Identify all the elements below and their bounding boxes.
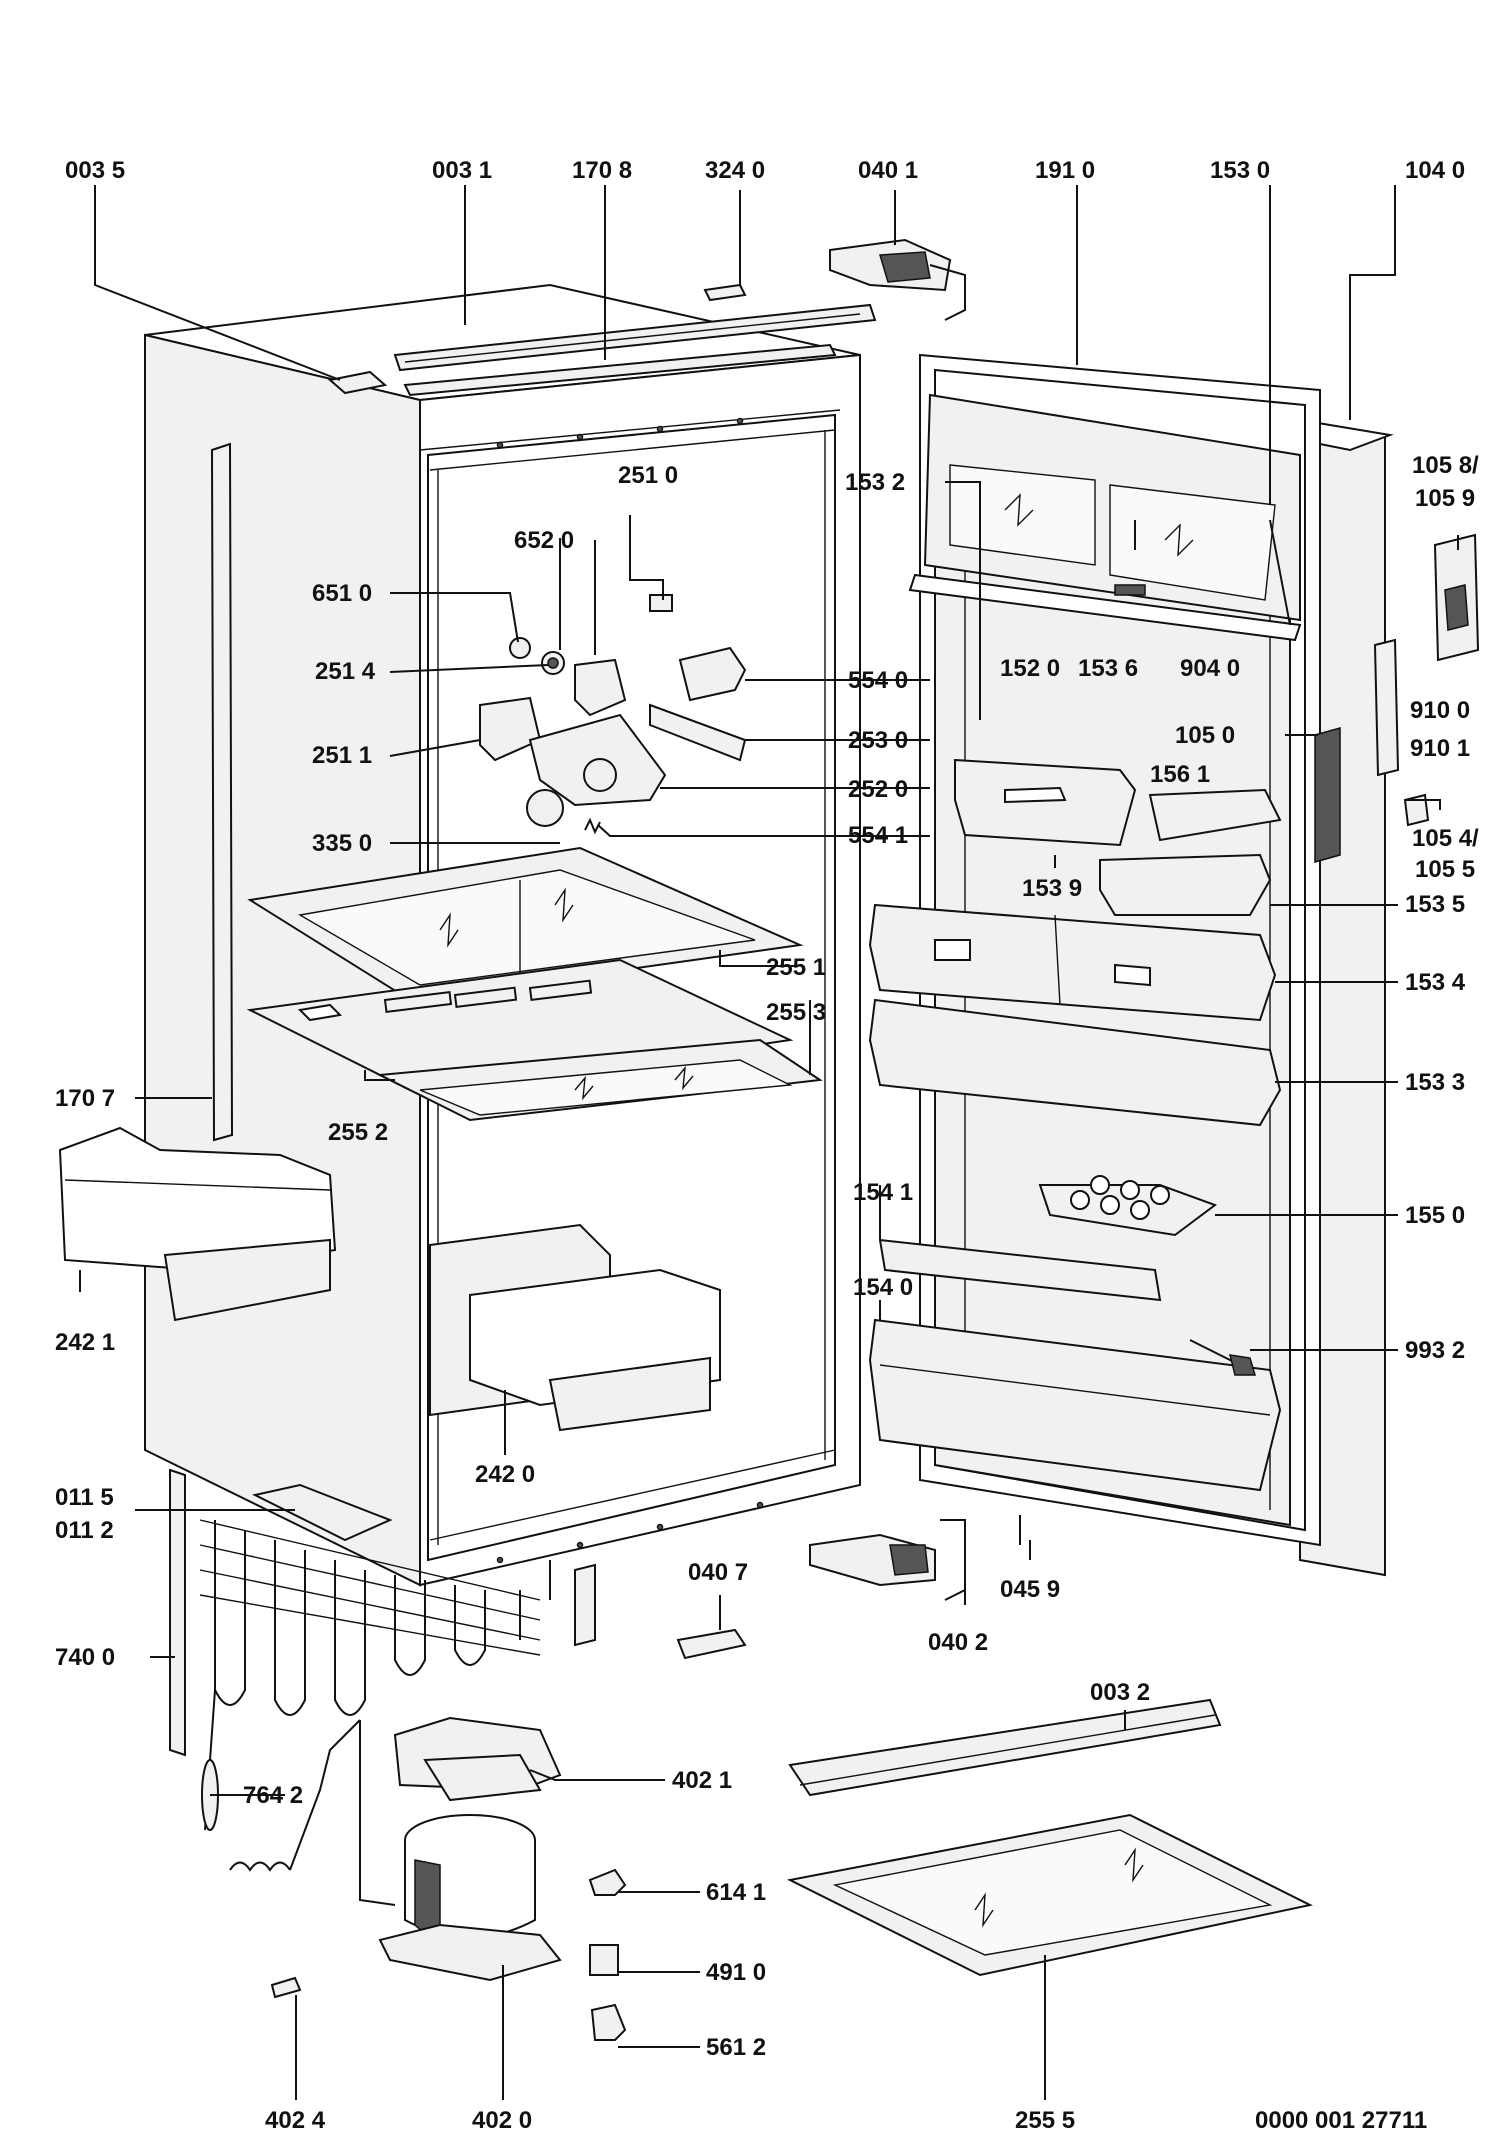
callout-153-0: 153 0 — [1210, 157, 1270, 184]
glass-shelf-lower — [246, 958, 823, 1122]
callout-105-9: 105 9 — [1415, 485, 1475, 512]
callout-993-2: 993 2 — [1405, 1337, 1465, 1364]
base-plate — [252, 1483, 393, 1542]
top-trim-strips — [393, 303, 877, 397]
callout-255-3: 255 3 — [766, 999, 826, 1026]
callout-153-3: 153 3 — [1405, 1069, 1465, 1096]
dairy-compartment — [908, 393, 1302, 642]
glass-shelf-bottom — [786, 1813, 1314, 1977]
crisper-drawer — [429, 1223, 721, 1432]
bottom-trim — [788, 1698, 1222, 1797]
callout-251-4: 251 4 — [315, 658, 376, 685]
callout-105-8: 105 8/ — [1412, 452, 1479, 479]
callout-105-5: 105 5 — [1415, 856, 1475, 883]
callout-105-4: 105 4/ — [1412, 825, 1479, 852]
callout-242-1: 242 1 — [55, 1329, 115, 1356]
callout-154-1: 154 1 — [853, 1179, 913, 1206]
capillary-tube — [201, 1689, 361, 1872]
callout-255-2: 255 2 — [328, 1119, 388, 1146]
callout-040-1: 040 1 — [858, 157, 918, 184]
callout-253-0: 253 0 — [848, 727, 908, 754]
callout-labels: 003 5 003 1 170 8 324 0 040 1 191 0 153 … — [55, 157, 1479, 2132]
glass-shelf-upper — [247, 846, 804, 1002]
callout-170-7: 170 7 — [55, 1085, 115, 1112]
callout-156-1: 156 1 — [1150, 761, 1210, 788]
callout-152-0: 152 0 — [1000, 655, 1060, 682]
callout-105-0: 105 0 — [1175, 722, 1235, 749]
callout-402-1: 402 1 — [672, 1767, 732, 1794]
callout-242-0: 242 0 — [475, 1461, 535, 1488]
callout-040-7: 040 7 — [688, 1559, 748, 1586]
door-shelves — [868, 903, 1282, 1127]
callout-255-5: 255 5 — [1015, 2107, 1075, 2132]
callout-153-4: 153 4 — [1405, 969, 1466, 996]
door-bottle-shelf — [868, 1318, 1282, 1492]
callout-153-5: 153 5 — [1405, 891, 1465, 918]
callout-904-0: 904 0 — [1180, 655, 1240, 682]
control-parts — [479, 594, 747, 835]
callout-003-1: 003 1 — [432, 157, 492, 184]
callout-251-0: 251 0 — [618, 462, 678, 489]
callout-554-0: 554 0 — [848, 667, 908, 694]
callout-153-9: 153 9 — [1022, 875, 1082, 902]
callout-402-4: 402 4 — [265, 2107, 326, 2132]
callout-011-5: 011 5 — [55, 1484, 114, 1511]
callout-614-1: 614 1 — [706, 1879, 766, 1906]
callout-003-5: 003 5 — [65, 157, 125, 184]
door-hinge-parts — [1373, 533, 1480, 827]
callout-255-1: 255 1 — [766, 954, 826, 981]
callout-740-0: 740 0 — [55, 1644, 115, 1671]
callout-040-2: 040 2 — [928, 1629, 988, 1656]
callout-170-8: 170 8 — [572, 157, 632, 184]
small-parts — [270, 1628, 747, 2041]
condenser-coil — [169, 1468, 596, 1757]
callout-910-0: 910 0 — [1410, 697, 1470, 724]
callout-045-9: 045 9 — [1000, 1576, 1060, 1603]
callout-153-2: 153 2 — [845, 469, 905, 496]
crisper-loose — [58, 1126, 337, 1322]
callout-561-2: 561 2 — [706, 2034, 766, 2061]
compressor — [359, 1716, 562, 1982]
callout-153-6: 153 6 — [1078, 655, 1138, 682]
gasket-strip-left — [210, 442, 234, 1142]
callout-251-1: 251 1 — [312, 742, 372, 769]
callout-104-0: 104 0 — [1405, 157, 1465, 184]
bottom-hinge — [809, 1515, 1021, 1601]
callout-764-2: 764 2 — [243, 1782, 303, 1809]
door-small-bins — [954, 758, 1282, 916]
callout-154-0: 154 0 — [853, 1274, 913, 1301]
callout-335-0: 335 0 — [312, 830, 372, 857]
callout-652-0: 652 0 — [514, 527, 574, 554]
callout-011-2: 011 2 — [55, 1517, 114, 1544]
egg-tray-and-bar — [878, 1175, 1218, 1302]
callout-651-0: 651 0 — [312, 580, 372, 607]
drawing-number: 0000 001 27711 — [1255, 2107, 1427, 2132]
callout-554-1: 554 1 — [848, 822, 908, 849]
callout-155-0: 155 0 — [1405, 1202, 1465, 1229]
top-hinge — [703, 238, 966, 321]
callout-191-0: 191 0 — [1035, 157, 1095, 184]
callout-324-0: 324 0 — [705, 157, 765, 184]
callout-402-0: 402 0 — [472, 2107, 532, 2132]
leader-lines — [79, 185, 1459, 2100]
callout-491-0: 491 0 — [706, 1959, 766, 1986]
callout-910-1: 910 1 — [1410, 735, 1470, 762]
callout-003-2: 003 2 — [1090, 1679, 1150, 1706]
callout-252-0: 252 0 — [848, 776, 908, 803]
